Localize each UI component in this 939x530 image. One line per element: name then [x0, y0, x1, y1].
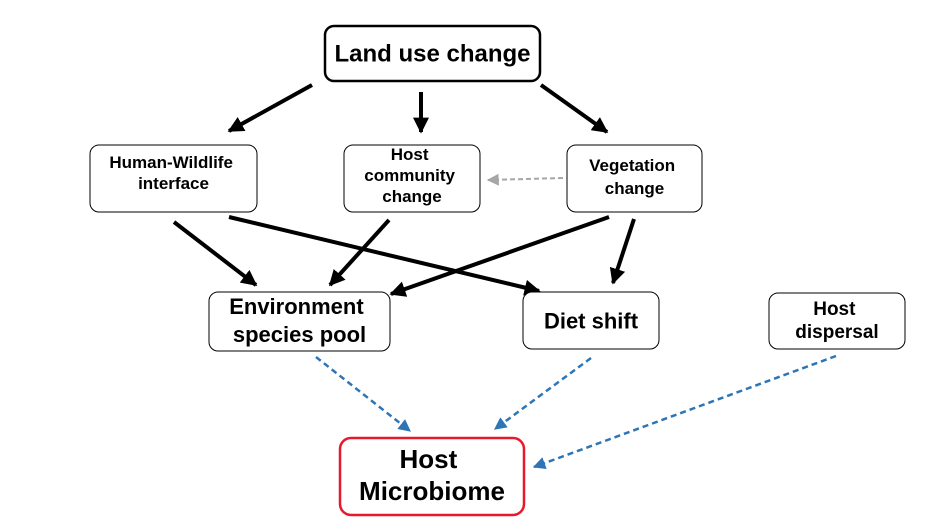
node-label-line: Host — [813, 299, 856, 320]
node-label-line: Host — [399, 444, 457, 474]
node-label-line: community — [364, 166, 455, 185]
node-label-line: Diet shift — [544, 308, 639, 333]
node-label-line: Environment — [229, 294, 364, 319]
svg-text:Host Microbiome: Host Microbiome — [359, 444, 505, 506]
node-label-line: change — [382, 187, 442, 206]
node-label-line: change — [605, 179, 665, 198]
svg-text:Land use change: Land use change — [334, 40, 530, 67]
edge-land-use-to-human-wildlife — [227, 83, 313, 133]
svg-text:Host community: Host community change — [364, 145, 459, 206]
svg-text:Host dispersal: Host dispersal — [795, 299, 878, 343]
node-label-line: Microbiome — [359, 476, 505, 506]
svg-text:Diet shift: Diet shift — [544, 308, 639, 333]
node-land-use-change[interactable]: Land use change — [323, 24, 542, 83]
edge-land-use-to-vegetation — [539, 83, 609, 134]
edge-diet-to-microbiome — [493, 356, 592, 431]
node-vegetation-change[interactable]: Vegetation change — [566, 144, 703, 213]
node-label-line: interface — [138, 174, 209, 193]
node-label-line: species pool — [233, 322, 366, 347]
nodes-group: Land use change Human-Wildlife interface… — [89, 24, 906, 517]
node-host-community-change[interactable]: Host community change — [343, 144, 481, 213]
node-label-line: Vegetation — [589, 156, 675, 175]
edge-environment-to-microbiome — [315, 356, 411, 432]
edge-host-dispersal-to-microbiome — [532, 354, 837, 469]
edge-vegetation-to-diet — [609, 218, 636, 285]
node-environment-species-pool[interactable]: Environment species pool — [208, 291, 391, 352]
node-label-line: dispersal — [795, 322, 878, 343]
node-diet-shift[interactable]: Diet shift — [522, 291, 660, 350]
node-human-wildlife-interface[interactable]: Human-Wildlife interface — [89, 144, 258, 213]
node-label-line: Human-Wildlife — [109, 153, 233, 172]
edge-human-wildlife-to-environment — [172, 220, 258, 287]
edge-vegetation-to-host-community — [486, 173, 564, 186]
node-label-line: Host — [391, 145, 429, 164]
node-host-dispersal[interactable]: Host dispersal — [768, 292, 906, 350]
svg-text:Environment species po: Environment species pool — [229, 294, 370, 347]
edges-group — [172, 83, 837, 469]
edge-human-wildlife-to-diet — [228, 215, 541, 296]
node-host-microbiome[interactable]: Host Microbiome — [338, 436, 526, 517]
edge-vegetation-to-environment — [389, 215, 610, 297]
edge-host-community-to-environment — [328, 218, 391, 287]
svg-text:Vegetation change: Vegetation change — [589, 156, 680, 198]
node-label-line: Land use change — [334, 40, 530, 67]
svg-text:Human-Wildlife interfa: Human-Wildlife interface — [109, 153, 237, 193]
